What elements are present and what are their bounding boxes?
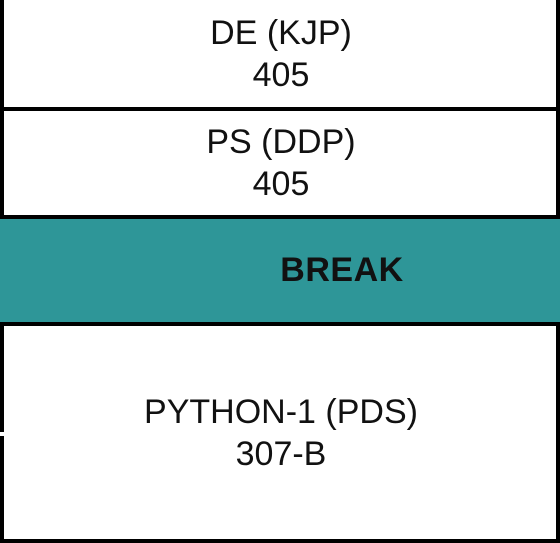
break-label: BREAK: [280, 251, 404, 289]
slot-subject: PS (DDP): [206, 123, 356, 161]
row-divider: [0, 107, 560, 111]
bottom-border: [0, 539, 560, 543]
slot-subject: PYTHON-1 (PDS): [144, 392, 418, 431]
left-border: [0, 436, 4, 543]
slot-room: 405: [252, 165, 310, 203]
left-border: [0, 322, 4, 432]
right-border: [556, 322, 560, 543]
class-slot-ps: PS (DDP) 405: [4, 111, 558, 215]
row-divider: [0, 215, 560, 219]
class-slot-de: DE (KJP) 405: [4, 0, 558, 107]
row-divider: [0, 322, 560, 326]
break-band: BREAK: [0, 219, 560, 322]
slot-room: 405: [252, 55, 310, 94]
class-slot-python: PYTHON-1 (PDS) 307-B: [4, 326, 558, 539]
slot-room: 307-B: [235, 434, 327, 473]
slot-subject: DE (KJP): [210, 13, 352, 52]
